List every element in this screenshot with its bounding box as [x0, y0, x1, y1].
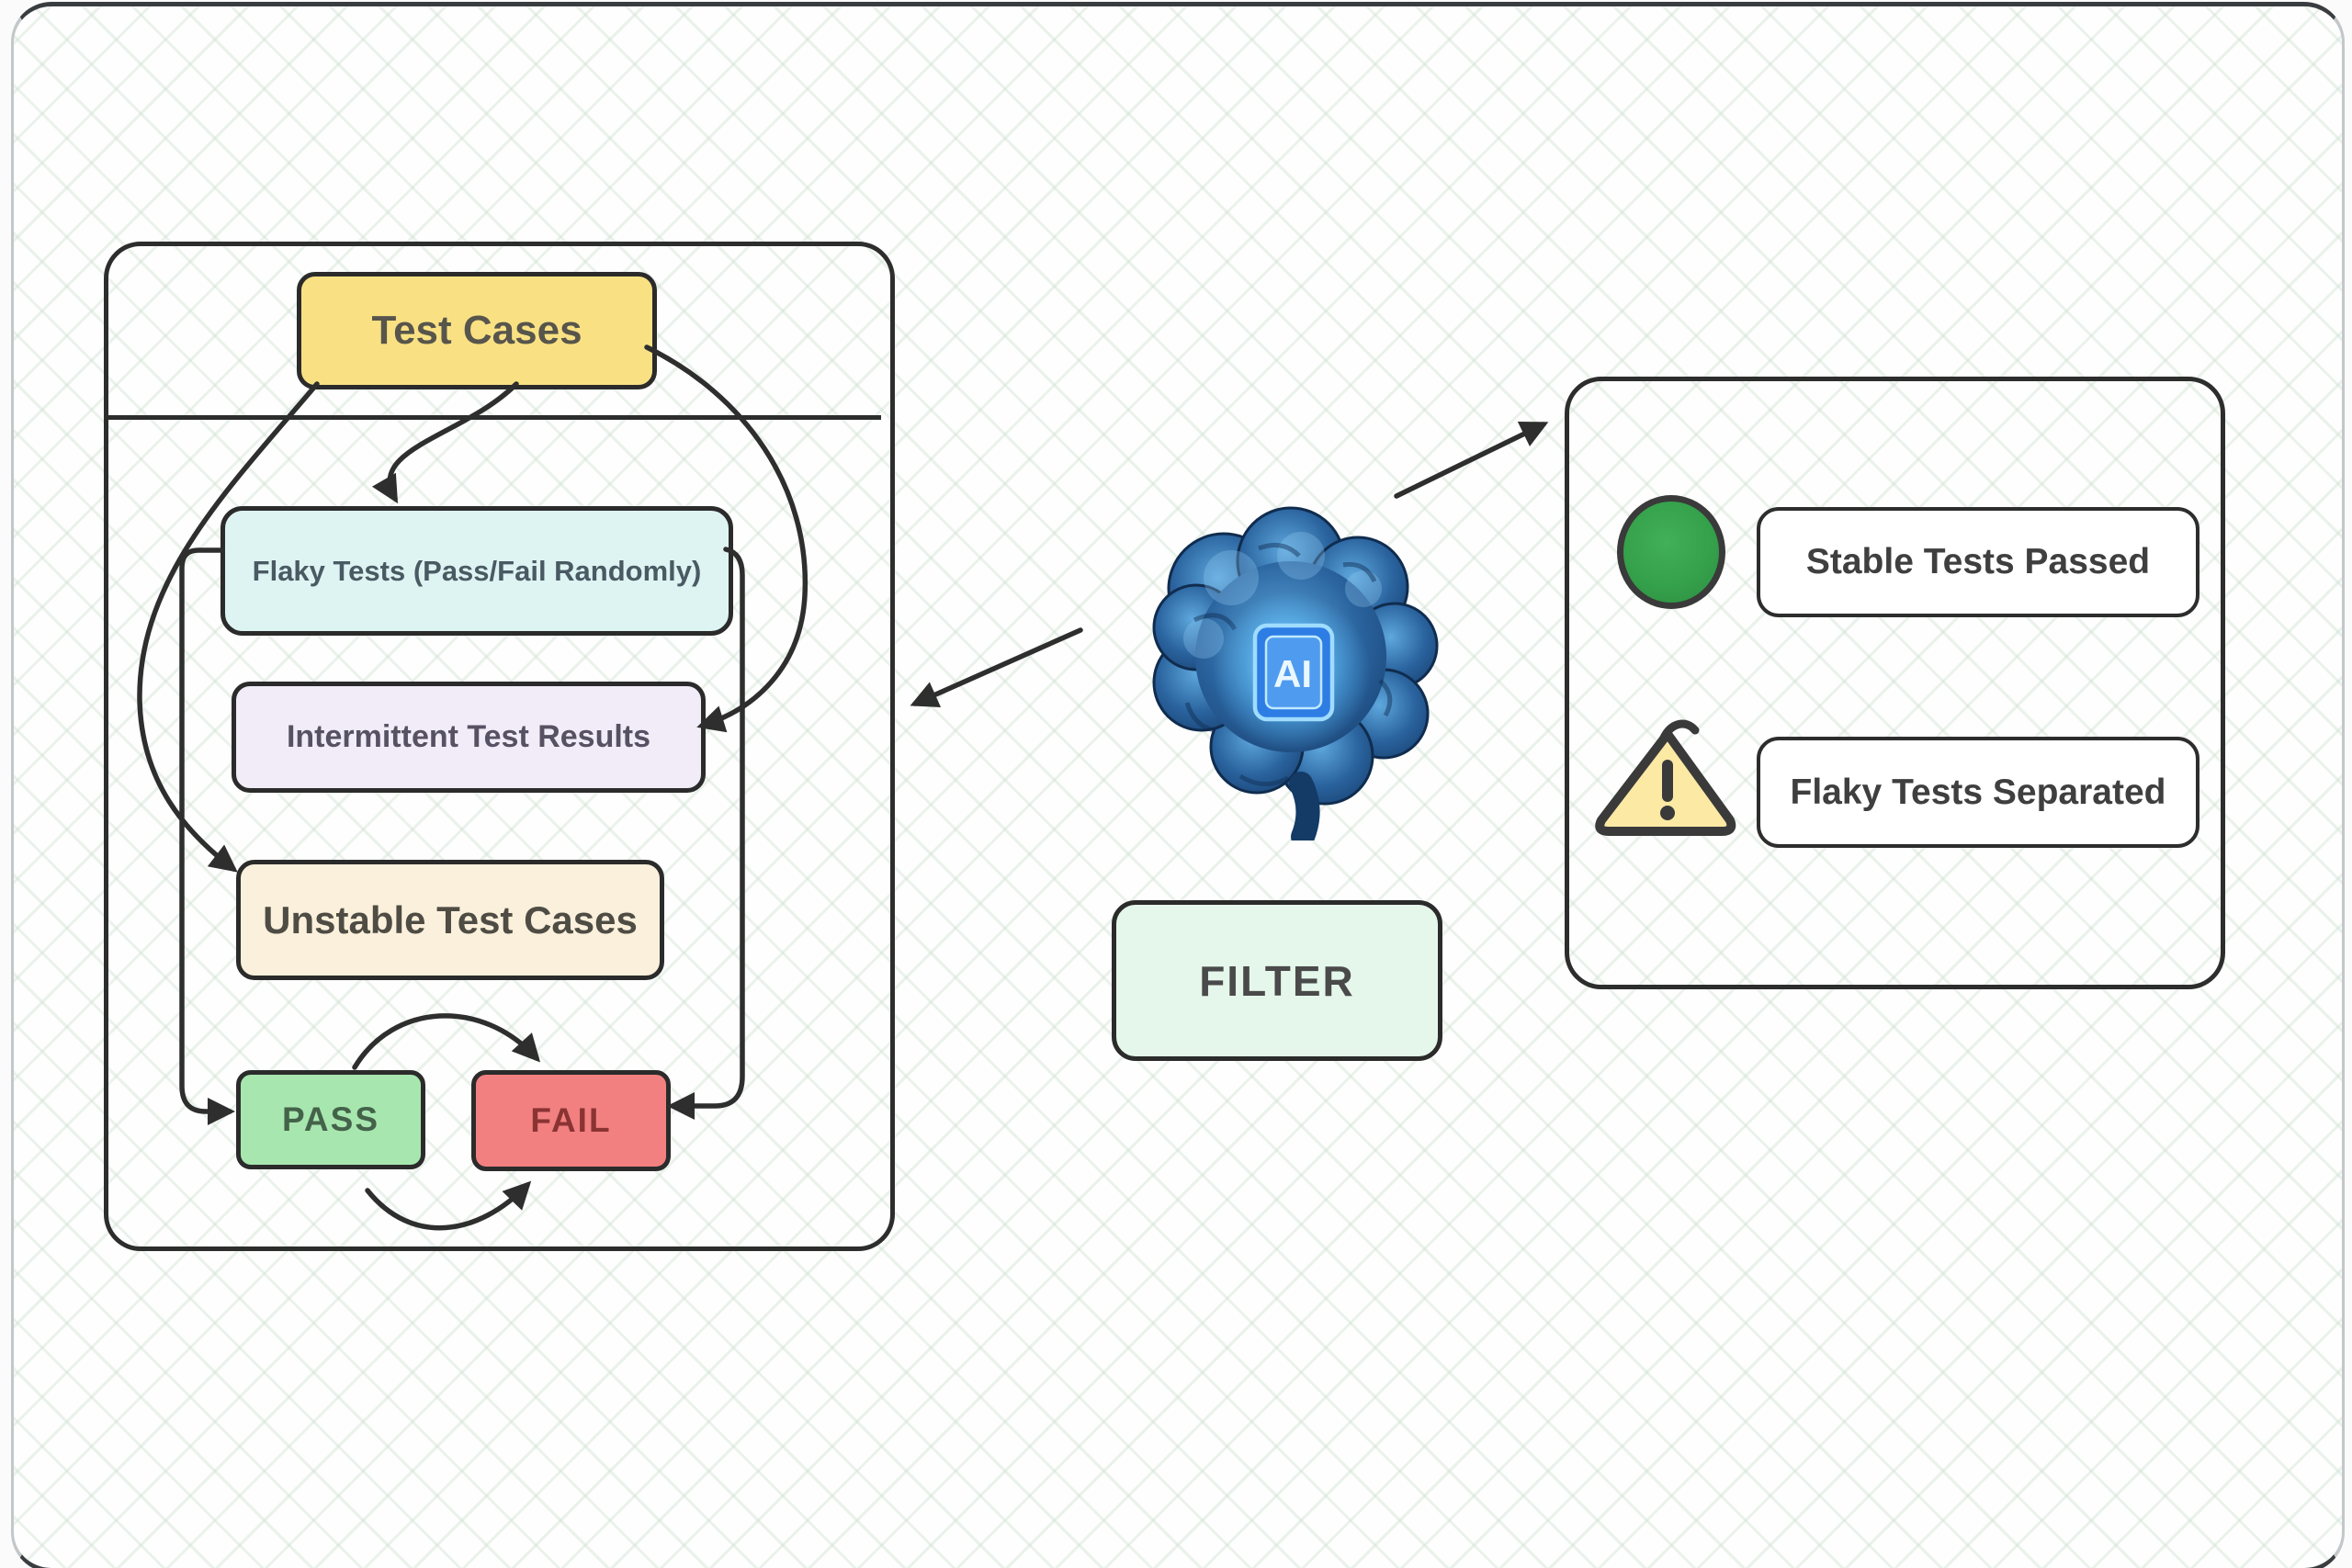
- test-flow-panel: [104, 242, 895, 1251]
- node-filter: FILTER: [1112, 900, 1442, 1061]
- brain-highlights: [1183, 532, 1382, 659]
- node-fail: FAIL: [471, 1070, 671, 1171]
- warning-exclamation-dot: [1660, 806, 1675, 820]
- ai-chip-label: AI: [1273, 652, 1312, 695]
- result-flaky-tests-separated: Flaky Tests Separated: [1757, 737, 2199, 848]
- node-unstable-test-cases: Unstable Test Cases: [236, 860, 664, 980]
- warning-triangle-icon: [1595, 719, 1736, 836]
- node-pass: PASS: [236, 1070, 425, 1169]
- warning-triangle-curl: [1659, 719, 1700, 742]
- ai-brain-icon: AI: [1152, 506, 1439, 840]
- green-circle-icon: [1617, 495, 1725, 609]
- node-flaky-tests: Flaky Tests (Pass/Fail Randomly): [220, 506, 733, 636]
- node-intermittent-results: Intermittent Test Results: [232, 682, 706, 793]
- result-stable-tests-passed: Stable Tests Passed: [1757, 507, 2199, 617]
- brain-stem: [1289, 772, 1320, 840]
- node-test-cases: Test Cases: [297, 272, 657, 389]
- ai-chip-inner: [1264, 635, 1323, 710]
- results-panel: [1565, 377, 2225, 989]
- panel-header-divider: [108, 415, 881, 420]
